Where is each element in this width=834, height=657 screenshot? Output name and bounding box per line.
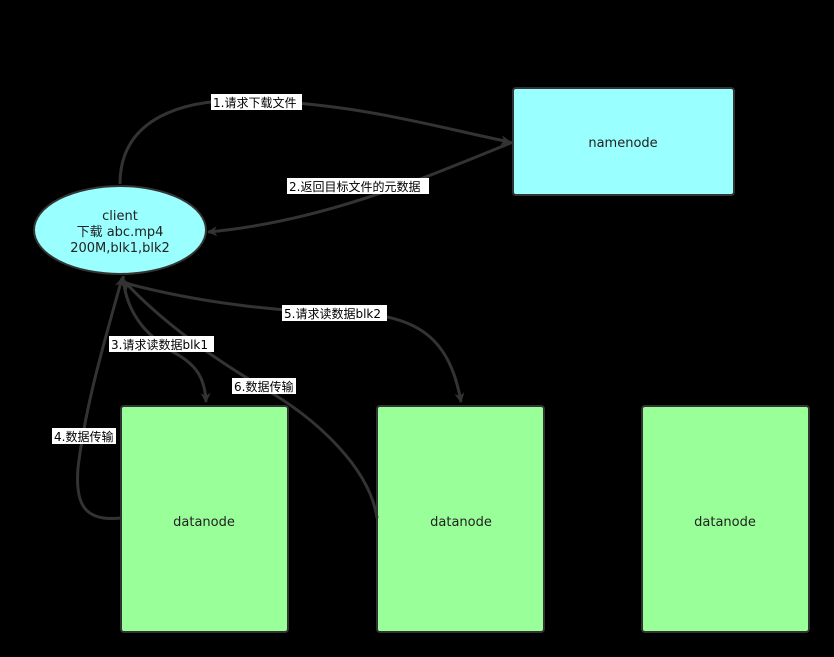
client-label-line-1: client	[102, 209, 138, 224]
namenode-node[interactable]: namenode	[512, 87, 735, 196]
datanode-2-node[interactable]: datanode	[376, 405, 545, 633]
edge-label-3-text: 3.请求读数据blk1	[111, 337, 208, 352]
edge-label-6-bg	[232, 378, 296, 394]
client-ellipse	[33, 185, 207, 275]
datanode-1-label: datanode	[173, 515, 235, 530]
edge-label-2-text: 2.返回目标文件的元数据	[289, 179, 420, 194]
edge-label-5-bg	[282, 305, 387, 321]
client-label-line-3: 200M,blk1,blk2	[70, 241, 170, 256]
edge-label-1-text: 1.请求下载文件	[213, 95, 296, 110]
edge-label-3: 3.请求读数据blk1	[109, 336, 214, 352]
edge-label-5-text: 5.请求读数据blk2	[284, 306, 381, 321]
datanode-2-box	[376, 405, 545, 633]
datanode-3-node[interactable]: datanode	[641, 405, 810, 633]
edge-label-1-bg	[211, 94, 302, 110]
edge-label-5: 5.请求读数据blk2	[282, 305, 387, 321]
client-node[interactable]: client 下载 abc.mp4 200M,blk1,blk2	[33, 185, 207, 275]
edge-label-1: 1.请求下载文件	[211, 94, 302, 110]
edge-label-4-bg	[52, 428, 116, 444]
edge-label-6: 6.数据传输	[232, 378, 296, 394]
edge-label-6-text: 6.数据传输	[234, 379, 293, 394]
edge-label-3-bg	[109, 336, 214, 352]
datanode-1-node[interactable]: datanode	[120, 405, 289, 633]
namenode-label: namenode	[588, 136, 657, 151]
edge-label-4: 4.数据传输	[52, 428, 116, 444]
edge-label-2: 2.返回目标文件的元数据	[287, 178, 429, 194]
namenode-box	[512, 87, 735, 196]
datanode-3-box	[641, 405, 810, 633]
edge-3-request-blk1[interactable]	[121, 275, 211, 403]
client-label-line-2: 下载 abc.mp4	[77, 225, 164, 240]
edge-2-return-metadata[interactable]	[207, 140, 514, 237]
edge-1-request-download[interactable]	[118, 98, 511, 185]
edge-label-2-bg	[287, 178, 429, 194]
datanode-3-label: datanode	[694, 515, 756, 530]
edge-4-data-transfer[interactable]	[76, 277, 125, 521]
datanode-2-label: datanode	[430, 515, 492, 530]
edge-label-4-text: 4.数据传输	[54, 429, 113, 444]
